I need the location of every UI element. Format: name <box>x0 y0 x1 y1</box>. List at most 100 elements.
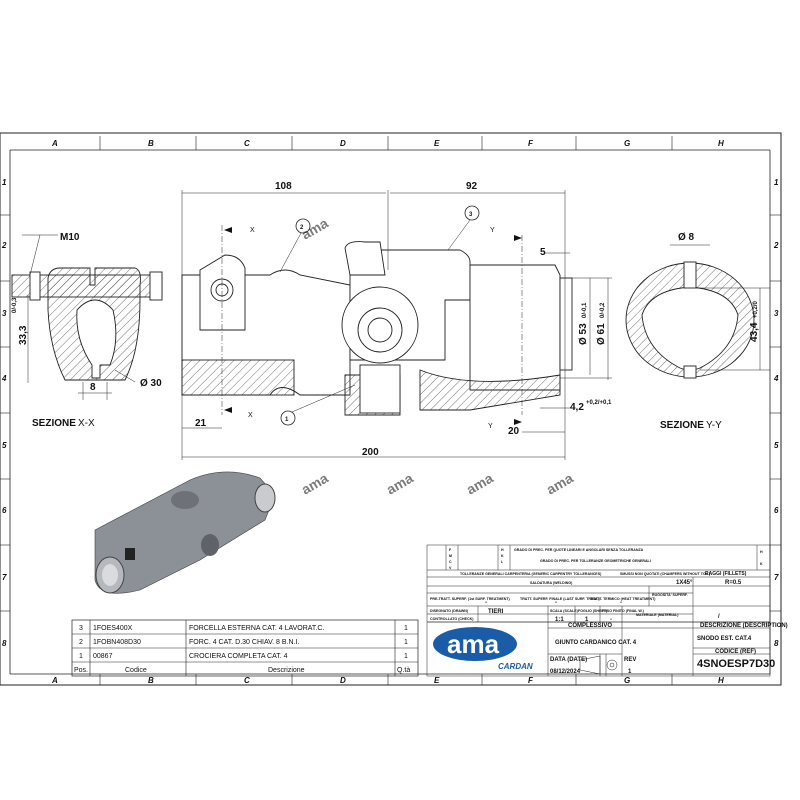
part-code: 00867 <box>93 653 113 660</box>
dim-dia-8: Ø 8 <box>678 232 695 243</box>
row-label: 5 <box>774 441 779 450</box>
balloon-3: 3 <box>469 212 473 218</box>
welding-label: SALDATURA (WELDING) <box>530 581 573 585</box>
rev-label: REV <box>624 657 636 663</box>
dim-92: 92 <box>466 181 478 192</box>
roughness-label: RUGOSITA' SUPERF. <box>652 593 688 597</box>
dim-dia-61: Ø 61 <box>596 323 607 345</box>
col-label: B <box>148 676 154 685</box>
isometric-render <box>94 471 276 594</box>
col-label: C <box>244 139 250 148</box>
tol-class-k: K <box>501 554 504 558</box>
dim-m10: M10 <box>60 232 80 243</box>
material-label: MATERIALE (MATERIAL) <box>636 613 679 617</box>
watermark: ama <box>464 470 496 498</box>
watermark: ama <box>544 470 576 498</box>
tol-grade: M <box>449 554 452 558</box>
weight-label: PESO FINITO (FINAL W.) <box>602 609 645 613</box>
row-label: 2 <box>1 241 7 250</box>
tol-class-h: H <box>501 548 504 552</box>
parts-row: 3 1FOES400X FORCELLA ESTERNA CAT. 4 LAVO… <box>79 625 408 632</box>
description-label: DESCRIZIONE (DESCRIPTION) <box>700 623 788 629</box>
col-label: F <box>528 139 534 148</box>
fillet-value: R=0.5 <box>725 580 742 586</box>
assembly-label: COMPLESSIVO <box>568 623 612 629</box>
part-qty: 1 <box>404 653 408 660</box>
main-dimensions: 108 92 200 21 20 5 Ø 53 0/-0,1 Ø 61 0/-0… <box>195 181 612 458</box>
part-pos: 1 <box>79 653 83 660</box>
row-label: 3 <box>2 309 7 318</box>
dim-4-2-tolerance: +0,2/+0,1 <box>586 400 612 406</box>
row-label: 8 <box>774 639 779 648</box>
section-mark-x-top: X <box>250 227 255 234</box>
dim-43-4: 43,4 <box>749 322 760 342</box>
row-label: 1 <box>2 178 7 187</box>
dim-108: 108 <box>275 181 292 192</box>
drawing-frame: A B C D E F G H A B C D E F G H 1 2 3 4 … <box>0 132 782 686</box>
col-label: B <box>148 139 154 148</box>
rev-value: 1 <box>628 669 632 675</box>
col-label: D <box>340 676 346 685</box>
section-mark-y-bottom: Y <box>488 423 493 430</box>
parts-list-table: 3 1FOES400X FORCELLA ESTERNA CAT. 4 LAVO… <box>71 619 419 677</box>
part-desc: FORC. 4 CAT. D.30 CHIAV. 8 B.N.I. <box>189 639 299 646</box>
heat-treatment-value: - <box>620 600 622 606</box>
drawn-label: DISEGNATO (DRAWN) <box>430 609 469 613</box>
part-desc: CROCIERA COMPLETA CAT. 4 <box>189 653 288 660</box>
parts-row: 2 1FOBN408D30 FORC. 4 CAT. D.30 CHIAV. 8… <box>79 639 408 646</box>
balloon-2: 2 <box>300 225 304 231</box>
watermark: ama <box>384 470 416 498</box>
final-treatment-label: TRATT. SUPERF. FINALE (LAST SURF. TREAT.… <box>520 597 601 601</box>
tol-class-h-right: H <box>760 550 763 554</box>
part-code: 1FOES400X <box>93 625 133 632</box>
row-label: 5 <box>2 441 7 450</box>
dim-dia-53-tolerance: 0/-0,1 <box>582 302 588 318</box>
scale-value: 1:1 <box>555 617 564 623</box>
dim-dia-61-tolerance: 0/-0,2 <box>600 302 606 318</box>
description-value: SNODO EST. CAT.4 <box>697 636 752 642</box>
dim-8: 8 <box>90 382 96 393</box>
watermark: ama <box>299 470 331 498</box>
parts-row: 1 00867 CROCIERA COMPLETA CAT. 4 1 <box>79 653 408 660</box>
col-label: H <box>718 676 724 685</box>
part-code: 1FOBN408D30 <box>93 639 141 646</box>
section-xx-id: X-X <box>78 418 95 429</box>
title-block: F M C V H K L GRADO DI PREC. PER QUOTE L… <box>426 544 788 677</box>
section-mark-x-bottom: X <box>248 412 253 419</box>
part-qty: 1 <box>404 625 408 632</box>
col-label: D <box>340 139 346 148</box>
section-yy-view <box>625 244 770 379</box>
row-label: 6 <box>774 506 779 515</box>
section-yy-id: Y-Y <box>706 420 722 431</box>
weight-value: - <box>610 617 612 623</box>
ama-cardan-logo: ama CARDAN <box>433 627 533 671</box>
date-label: DATA (DATE) <box>550 657 587 663</box>
section-xx-view <box>11 234 163 400</box>
tol-grade: V <box>449 566 452 570</box>
general-tolerances: TOLLERANZE GENERALI CARPENTERIA (GENERIC… <box>460 572 602 576</box>
checked-label: CONTROLLATO (CHECK) <box>430 617 474 621</box>
header-qty: Q.tà <box>397 667 410 674</box>
tol-grade: F <box>449 548 452 552</box>
col-label: F <box>528 676 534 685</box>
tol-note-k: GRADO DI PREC. PER TOLLERANZE GEOMETRICH… <box>540 559 651 563</box>
row-label: 3 <box>774 309 779 318</box>
header-pos: Pos. <box>74 667 88 674</box>
dim-dia-53: Ø 53 <box>578 323 589 345</box>
row-labels: 1 2 3 4 5 6 7 8 1 2 3 4 5 6 7 8 <box>1 178 779 648</box>
dim-21: 21 <box>195 418 207 429</box>
dim-33-3: 33,3 <box>18 325 29 345</box>
column-labels-bottom: A B C D E F G H <box>51 676 724 685</box>
col-label: A <box>51 139 58 148</box>
col-label: A <box>51 676 58 685</box>
row-label: 8 <box>2 639 7 648</box>
part-desc: FORCELLA ESTERNA CAT. 4 LAVORAT.C. <box>189 625 324 632</box>
assembly-value: GIUNTO CARDANICO CAT. 4 <box>555 640 637 646</box>
part-qty: 1 <box>404 639 408 646</box>
universal-joint-main-view <box>181 190 612 460</box>
column-labels-top: A B C D E F G H <box>51 139 724 148</box>
balloons: 1 2 3 <box>279 205 480 426</box>
projection-symbol <box>579 655 601 675</box>
dim-43-4-tolerance: +0,2/0 <box>753 300 759 318</box>
row-label: 7 <box>774 573 779 582</box>
